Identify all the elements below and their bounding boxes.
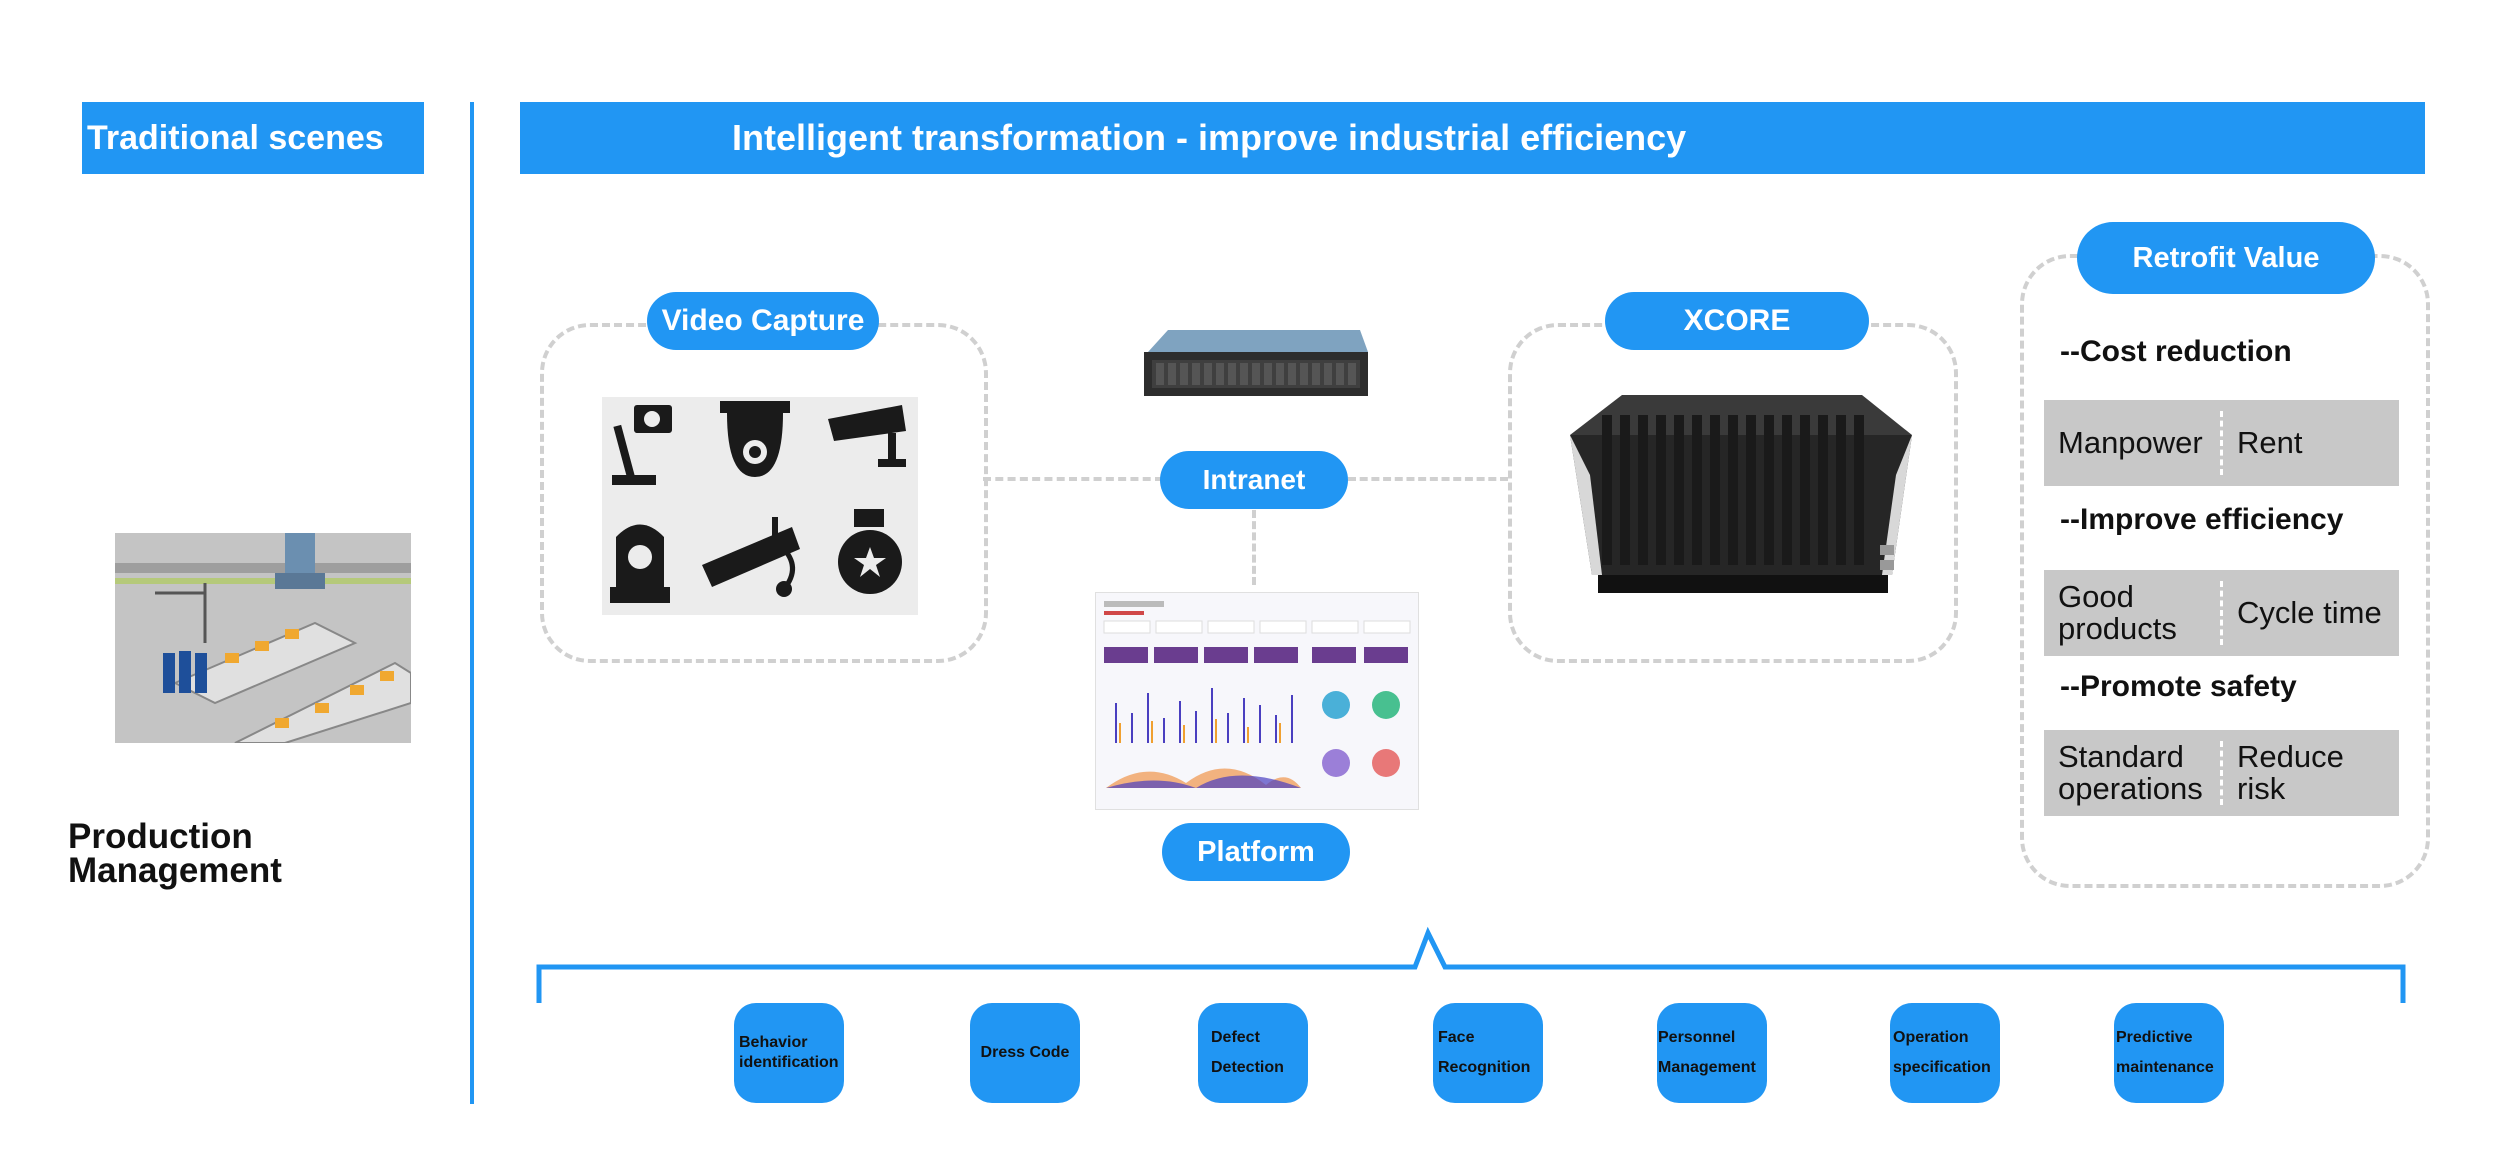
manpower-cell: Manpower [2058,425,2203,460]
cost-reduction-heading: --Cost reduction [2060,335,2292,368]
promote-safety-heading: --Promote safety [2060,670,2297,703]
connector-video-intranet [983,477,1163,481]
app-predictive-maintenance[interactable]: Predictive maintenance [2114,1003,2224,1103]
app-behavior-identification[interactable]: Behavior identification [734,1003,844,1103]
intranet-label: Intranet [1160,451,1348,509]
box-camera-icon [702,517,800,597]
connector-intranet-xcore [1348,477,1508,481]
camera-icons-panel [602,397,918,615]
platform-dashboard-image [1095,592,1419,810]
standard-operations-cell: Standard operations [2058,739,2203,806]
app-dress-code[interactable]: Dress Code [970,1003,1080,1103]
video-capture-label: Video Capture [647,292,879,350]
robot-camera-icon [612,405,672,485]
section-divider [470,102,474,1104]
factory-illustration [115,533,411,743]
caption-line-1: Production [68,817,253,856]
xcore-device-image [1562,395,1920,595]
platform-label: Platform [1162,823,1350,881]
server-image [1138,330,1370,398]
app-defect-detection[interactable]: Defect Detection [1198,1003,1308,1103]
app-face-recognition[interactable]: Face Recognition [1433,1003,1543,1103]
app-label: Operation specification [1893,1029,1991,1076]
ptz-camera-icon [610,524,670,603]
traditional-scenes-header: Traditional scenes [82,102,424,174]
promote-safety-row: Standard operations Reduce risk [2044,730,2399,816]
improve-efficiency-heading: --Improve efficiency [2060,503,2344,536]
cell-separator [2220,411,2223,475]
app-label: Personnel Management [1658,1029,1756,1076]
app-label: Dress Code [980,1044,1070,1061]
app-operation-specification[interactable]: Operation specification [1890,1003,2000,1103]
retrofit-value-label: Retrofit Value [2077,222,2375,294]
rent-cell: Rent [2237,425,2303,460]
cell-separator [2220,741,2223,805]
app-label: Face Recognition [1438,1029,1531,1076]
dome-camera-icon [720,401,790,477]
applications-bracket [536,926,2406,1003]
app-label: Behavior identification [739,1034,839,1071]
cost-reduction-row: Manpower Rent [2044,400,2399,486]
reduce-risk-cell: Reduce risk [2237,739,2344,806]
bullet-camera-icon [828,405,906,467]
speed-dome-icon [838,509,902,594]
cell-separator [2220,581,2223,645]
factory-conveyor-image [115,533,411,743]
production-management-caption: Production Management [68,817,282,890]
improve-efficiency-row: Good products Cycle time [2044,570,2399,656]
app-label: Defect Detection [1211,1029,1284,1076]
app-label: Predictive maintenance [2116,1029,2214,1076]
connector-intranet-platform [1252,510,1256,585]
good-products-cell: Good products [2058,579,2177,646]
intelligent-transformation-header: Intelligent transformation - improve ind… [520,102,2425,174]
xcore-label: XCORE [1605,292,1869,350]
caption-line-2: Management [68,851,282,890]
cycle-time-cell: Cycle time [2237,595,2382,630]
app-personnel-management[interactable]: Personnel Management [1657,1003,1767,1103]
